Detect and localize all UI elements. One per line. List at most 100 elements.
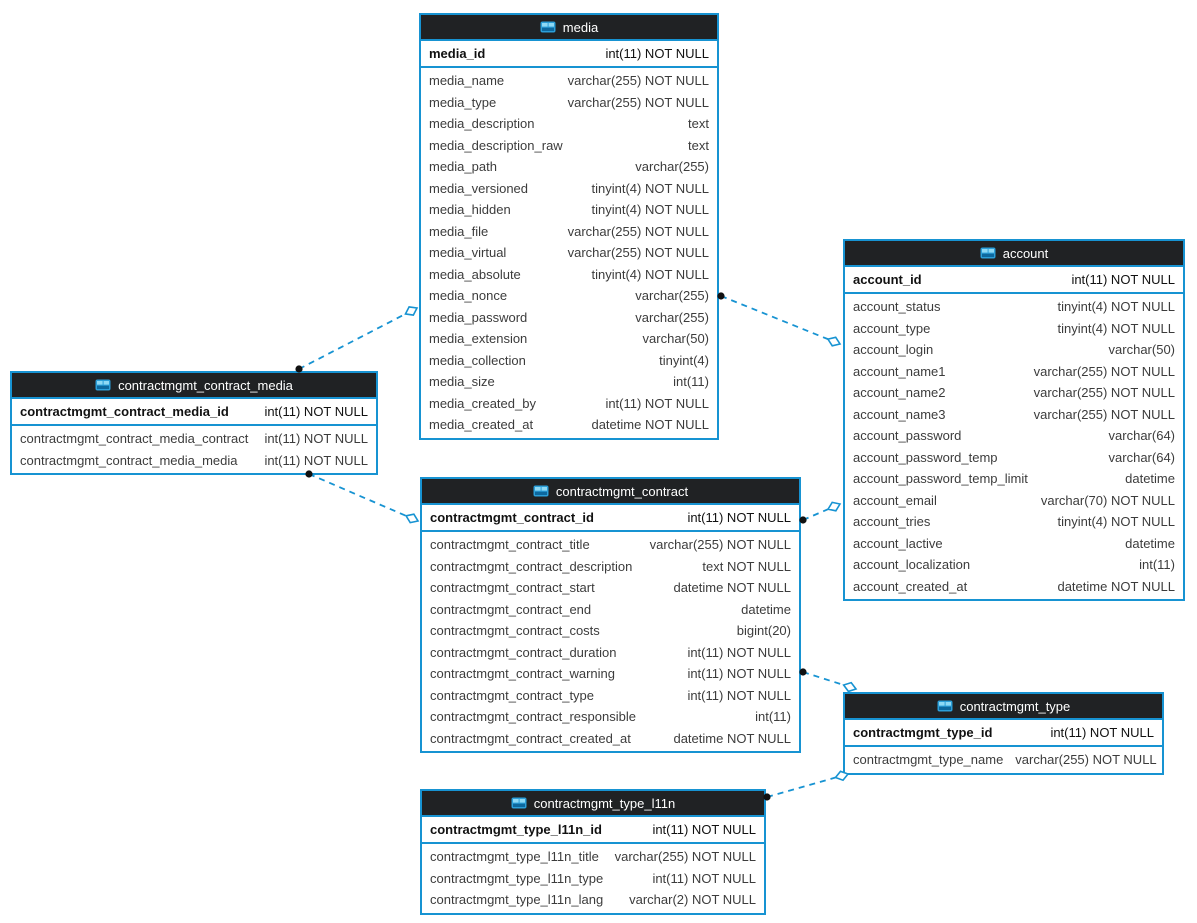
- column-type: text: [688, 137, 709, 153]
- column-type: varchar(255) NOT NULL: [614, 849, 756, 865]
- relationship-contractmgmt_contract-contractmgmt_type[interactable]: [799, 668, 858, 693]
- relationship-media-account[interactable]: [717, 292, 842, 347]
- column-type: text: [688, 116, 709, 132]
- pk-column-type: int(11) NOT NULL: [264, 404, 368, 419]
- column-row-contractmgmt_contract_media_contract[interactable]: contractmgmt_contract_media_contract int(…: [12, 428, 376, 450]
- column-type: int(11) NOT NULL: [264, 431, 368, 447]
- table-icon: [980, 247, 996, 259]
- relationship-contractmgmt_contract-account[interactable]: [799, 501, 842, 524]
- relationship-line[interactable]: [802, 671, 844, 686]
- relationship-line[interactable]: [720, 295, 829, 340]
- relationship-line[interactable]: [298, 313, 406, 370]
- column-type: bigint(20): [736, 623, 791, 639]
- column-type: tinyint(4) NOT NULL: [1057, 299, 1175, 315]
- table-header-contractmgmt_contract[interactable]: contractmgmt_contract: [422, 479, 799, 505]
- diamond-endpoint-icon: [404, 306, 419, 316]
- column-name: media_name: [429, 73, 505, 89]
- table-header-media[interactable]: media: [421, 15, 717, 41]
- column-name: contractmgmt_contract_type: [430, 687, 595, 703]
- diamond-endpoint-icon: [842, 681, 858, 693]
- table-header-account[interactable]: account: [845, 241, 1183, 267]
- relationship-contractmgmt_contract_media-contractmgmt_contract[interactable]: [305, 470, 420, 524]
- column-type: varchar(255) NOT NULL: [567, 223, 709, 239]
- pk-column-type: int(11) NOT NULL: [652, 822, 756, 837]
- relationship-line[interactable]: [802, 508, 829, 521]
- column-name: contractmgmt_contract_media_contract: [20, 431, 249, 447]
- table-icon: [95, 379, 111, 391]
- relationship-line[interactable]: [308, 473, 407, 517]
- column-type: datetime: [1125, 535, 1175, 551]
- column-name: media_created_by: [429, 395, 536, 411]
- relationship-contractmgmt_type_l11n-contractmgmt_type[interactable]: [763, 770, 850, 801]
- table-header-contractmgmt_type_l11n[interactable]: contractmgmt_type_l11n: [422, 791, 764, 817]
- relationship-contractmgmt_contract_media-media[interactable]: [295, 306, 419, 373]
- relationship-line[interactable]: [766, 776, 836, 798]
- table-header-contractmgmt_contract_media[interactable]: contractmgmt_contract_media: [12, 373, 376, 399]
- column-type: int(11) NOT NULL: [652, 870, 756, 886]
- column-name: account_localization: [853, 557, 971, 573]
- table-header-contractmgmt_type[interactable]: contractmgmt_type: [845, 694, 1162, 720]
- column-name: account_created_at: [853, 578, 968, 594]
